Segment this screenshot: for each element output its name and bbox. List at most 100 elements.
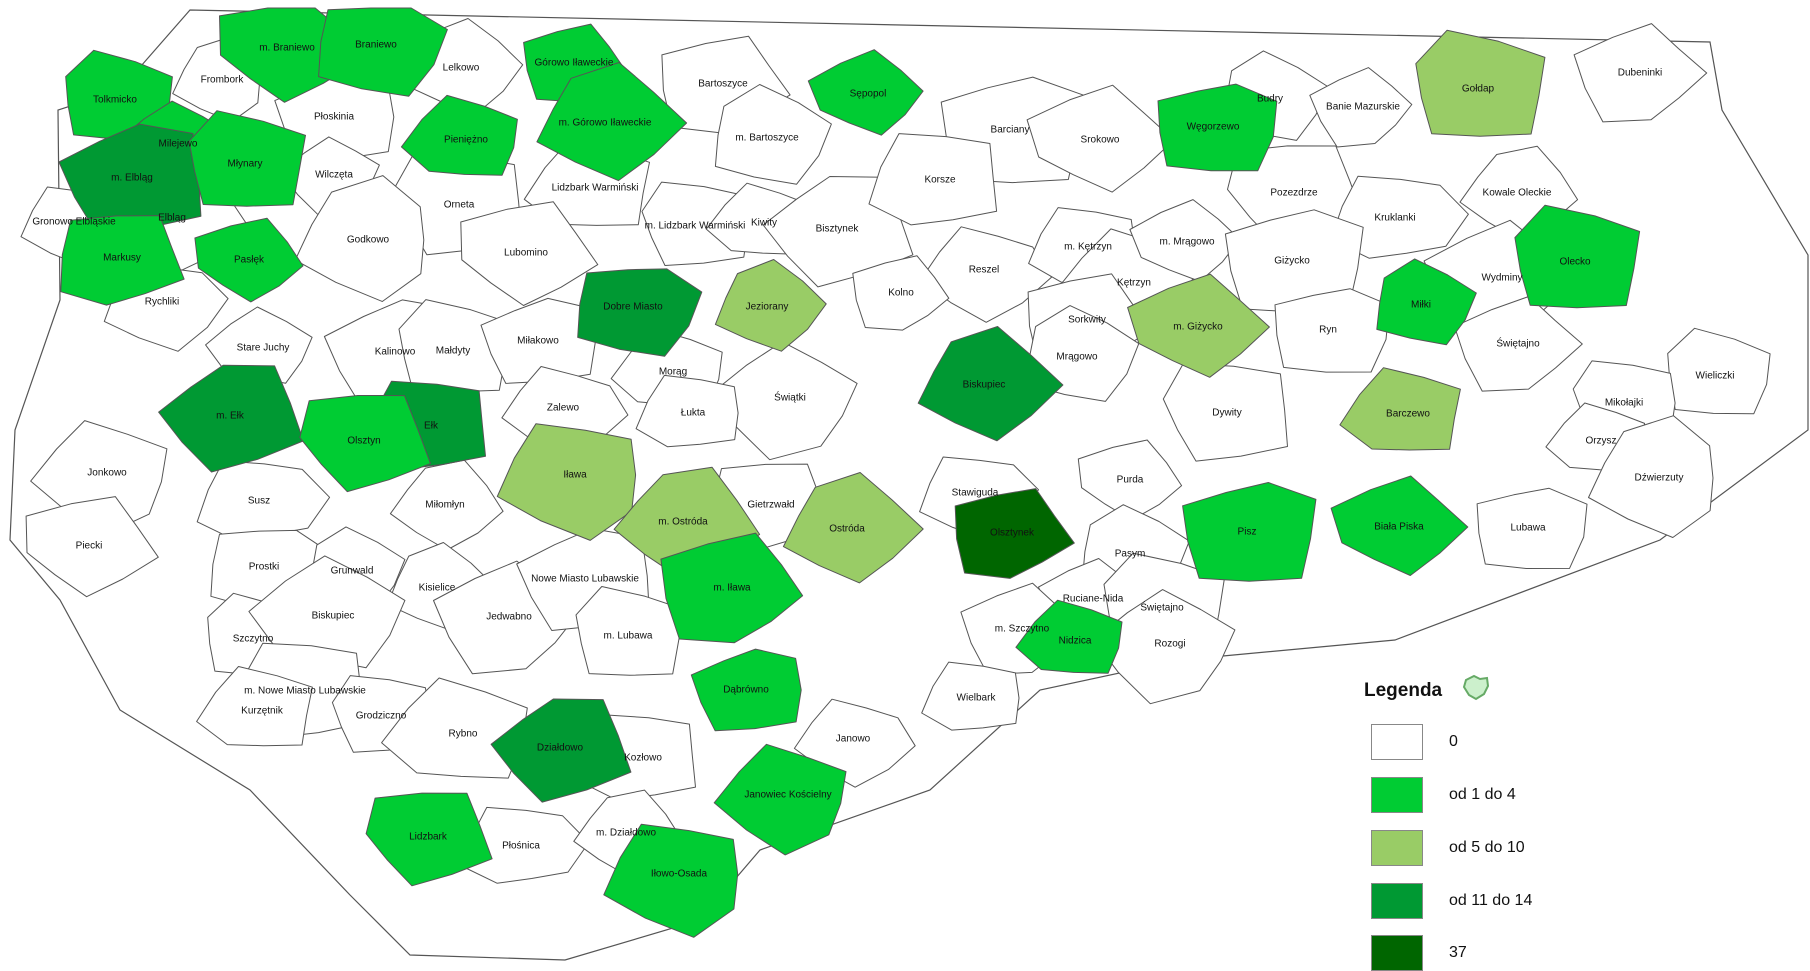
region-5[interactable]	[536, 62, 688, 182]
region-40[interactable]	[294, 175, 425, 302]
region-64[interactable]	[1339, 367, 1461, 451]
region-107[interactable]	[490, 698, 632, 803]
region-110[interactable]	[921, 661, 1020, 731]
region-43[interactable]	[714, 259, 827, 352]
region-91[interactable]	[1476, 487, 1588, 569]
region-33[interactable]	[1330, 175, 1469, 259]
region-label: Węgorzewo	[1187, 122, 1240, 133]
region-label: Płoskinia	[314, 112, 354, 123]
region-8[interactable]	[807, 49, 924, 136]
region-75[interactable]	[496, 423, 637, 541]
region-106[interactable]	[381, 677, 528, 779]
region-101[interactable]	[1015, 599, 1123, 674]
region-111[interactable]	[713, 743, 847, 856]
region-label: m. Ostróda	[658, 517, 708, 528]
region-41[interactable]	[460, 201, 599, 306]
region-11[interactable]	[1157, 83, 1278, 172]
region-28[interactable]	[868, 133, 998, 226]
region-84[interactable]	[660, 532, 804, 644]
region-48[interactable]	[1129, 199, 1241, 282]
region-37[interactable]	[60, 215, 185, 306]
region-label: Ruciane-Nida	[1063, 594, 1124, 605]
region-label: Lelkowo	[443, 63, 480, 74]
region-14[interactable]	[1415, 29, 1546, 137]
region-label: m. Ełk	[216, 411, 245, 422]
region-label: Miłki	[1411, 300, 1431, 311]
region-52[interactable]	[1376, 258, 1477, 346]
region-39[interactable]	[194, 217, 304, 303]
region-label: Sorkwity	[1068, 315, 1106, 326]
region-89[interactable]	[1182, 482, 1317, 582]
region-label: Kiwity	[751, 218, 777, 229]
region-label: Susz	[248, 496, 270, 507]
region-63[interactable]	[1162, 363, 1288, 462]
region-label: m. Nowe Miasto Lubawskie	[244, 686, 366, 697]
region-10[interactable]	[1026, 84, 1175, 193]
region-45[interactable]	[917, 326, 1064, 442]
legend-swatch	[1371, 777, 1423, 813]
region-25[interactable]	[641, 181, 749, 266]
region-80[interactable]	[1588, 415, 1714, 538]
region-label: Janowiec Kościelny	[744, 790, 831, 801]
region-label: Wilczęta	[315, 170, 353, 181]
region-112[interactable]	[365, 792, 493, 887]
region-100[interactable]	[690, 648, 802, 732]
region-7[interactable]	[714, 84, 832, 185]
region-label: Pasym	[1115, 549, 1146, 560]
region-label: Miłomłyn	[425, 500, 464, 511]
region-label: m. Działdowo	[596, 828, 656, 839]
legend-item-0: 0	[1371, 724, 1458, 760]
region-13[interactable]	[1309, 67, 1413, 148]
region-label: Gołdap	[1462, 84, 1495, 95]
region-label: Reszel	[969, 265, 1000, 276]
region-label: Rybno	[449, 729, 478, 740]
region-50[interactable]	[1127, 273, 1270, 378]
region-44[interactable]	[852, 255, 950, 331]
region-72[interactable]	[299, 395, 431, 493]
region-104[interactable]	[196, 666, 313, 747]
region-90[interactable]	[1330, 475, 1469, 576]
legend-swatch	[1371, 830, 1423, 866]
legend-label: od 1 do 4	[1449, 786, 1516, 803]
region-19[interactable]	[188, 110, 306, 207]
region-label: Iłowo-Osada	[651, 869, 708, 880]
region-21[interactable]	[400, 94, 518, 176]
region-label: Działdowo	[537, 743, 584, 754]
region-label: Bartoszyce	[698, 79, 748, 90]
region-81[interactable]	[25, 496, 159, 598]
region-55[interactable]	[1454, 295, 1583, 392]
region-42[interactable]	[577, 268, 703, 357]
region-86[interactable]	[954, 488, 1075, 579]
region-113[interactable]	[461, 806, 590, 884]
region-2[interactable]	[318, 7, 448, 97]
region-62[interactable]	[710, 341, 858, 461]
legend-label: od 11 do 14	[1449, 892, 1533, 909]
legend-swatch	[1371, 883, 1423, 919]
legend-swatch	[1371, 935, 1423, 971]
region-56[interactable]	[1667, 327, 1771, 415]
region-label: m. Mrągowo	[1159, 237, 1214, 248]
region-label: m. Lidzbark Warmiński	[645, 221, 746, 232]
region-115[interactable]	[603, 823, 739, 938]
region-label: Stare Juchy	[237, 343, 290, 354]
region-54[interactable]	[1514, 204, 1641, 309]
region-label: m. Giżycko	[1173, 322, 1223, 333]
region-label: Srokowo	[1081, 135, 1120, 146]
region-15[interactable]	[1573, 23, 1708, 123]
region-74[interactable]	[389, 459, 504, 551]
region-70[interactable]	[635, 374, 739, 448]
region-67[interactable]	[158, 364, 304, 473]
region-label: Prostki	[249, 562, 280, 573]
region-label: Ełk	[424, 421, 439, 432]
region-label: Wieliczki	[1696, 371, 1735, 382]
region-label: Bisztynek	[816, 224, 860, 235]
region-label: Biała Piska	[1374, 522, 1424, 533]
region-49[interactable]	[1224, 209, 1364, 313]
region-85[interactable]	[782, 472, 924, 584]
region-label: Janowo	[836, 734, 871, 745]
region-label: Godkowo	[347, 235, 390, 246]
region-51[interactable]	[1274, 288, 1390, 373]
region-label: Stawiguda	[952, 488, 999, 499]
region-label: Elbląg	[158, 213, 186, 224]
region-label: Świętajno	[1496, 337, 1540, 350]
